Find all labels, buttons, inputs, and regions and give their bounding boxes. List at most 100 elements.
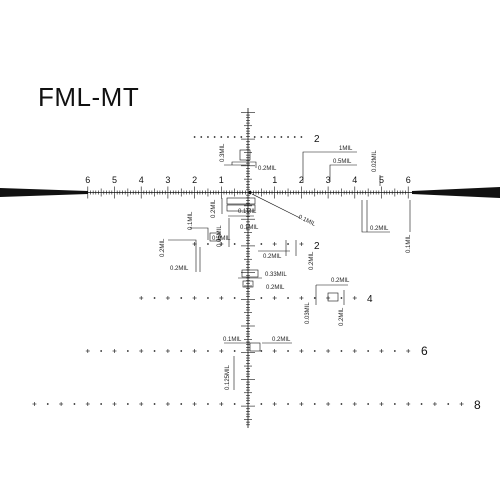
holdover-dot: [207, 403, 209, 405]
dim-bracket-02mil-right: [361, 200, 390, 233]
horizontal-number: 5: [379, 175, 384, 185]
holdover-dot: [340, 297, 343, 299]
label-033mil: 0.33MIL: [265, 272, 287, 278]
holdover-dot: [200, 136, 203, 138]
horizontal-number: 4: [352, 175, 357, 185]
box-r6: [249, 342, 261, 352]
holdover-dot: [260, 243, 263, 245]
holdover-dot: [393, 403, 396, 405]
box-c2: [242, 280, 254, 288]
holdover-dot: [233, 350, 236, 352]
holdover-dot: [180, 297, 183, 299]
holdover-dot: [340, 403, 343, 405]
holdover-dot: [260, 403, 263, 405]
holdover-dot: [293, 136, 296, 138]
horizontal-number: 2: [299, 175, 304, 185]
horizontal-number: 2: [192, 175, 197, 185]
dim-box-top: [239, 149, 251, 161]
holdover-rows: [32, 136, 464, 406]
holdover-dot: [287, 297, 289, 299]
label-01mil-h: 0.1MIL: [238, 209, 257, 215]
holdover-dot: [233, 243, 236, 245]
label-05mil: 0.5MIL: [333, 159, 352, 165]
label-02mil-r4v: 0.2MIL: [339, 307, 345, 326]
horizontal-number: 6: [85, 175, 90, 185]
holdover-dot: [126, 403, 129, 405]
label-02mil-right: 0.2MIL: [370, 226, 389, 232]
dim-bracket-left-low: [168, 239, 197, 272]
label-02mil-left-low: 0.2MIL: [170, 266, 189, 272]
horizontal-number: 3: [326, 175, 331, 185]
label-1mil: 1MIL: [339, 146, 353, 152]
label-02mil-left-v: 0.2MIL: [160, 238, 166, 257]
holdover-dot: [46, 403, 49, 405]
holdover-dot: [300, 136, 303, 138]
holdover-dot: [126, 350, 129, 352]
holdover-dot: [273, 136, 276, 138]
diagonal-pointer: [251, 193, 301, 219]
holdover-dot: [100, 350, 103, 352]
holdover-dot: [207, 243, 209, 245]
holdover-dot: [260, 297, 263, 299]
holdover-dot: [207, 297, 209, 299]
box-below-center-2: [226, 204, 256, 212]
row-number-2-top: 2: [314, 134, 320, 145]
horizontal-number: 1: [219, 175, 224, 185]
row-number-6: 6: [421, 344, 428, 358]
holdover-dot: [287, 403, 289, 405]
center-dot: [248, 190, 252, 195]
left-thick-post: [0, 188, 88, 197]
holdover-dot: [100, 403, 103, 405]
dim-bracket-05mil: [329, 164, 357, 182]
holdover-dot: [340, 350, 343, 352]
horizontal-number: 5: [112, 175, 117, 185]
holdover-dot: [313, 403, 316, 405]
holdover-dot: [313, 297, 316, 299]
label-03mil: 0.3MIL: [220, 143, 226, 162]
box-below-center: [226, 197, 256, 205]
horizontal-number: 6: [406, 175, 411, 185]
holdover-dot: [420, 403, 423, 405]
holdover-dot: [287, 350, 289, 352]
dim-bracket-left: [190, 227, 209, 240]
holdover-dot: [313, 350, 316, 352]
holdover-dot: [207, 350, 209, 352]
holdover-dot: [233, 297, 236, 299]
holdover-dot: [287, 243, 289, 245]
holdover-dot: [220, 136, 223, 138]
holdover-dot: [260, 350, 263, 352]
label-02mil-r4: 0.2MIL: [331, 278, 350, 284]
horizontal-number: 1: [272, 175, 277, 185]
row-number-2: 2: [314, 241, 320, 252]
label-02mil-r6: 0.2MIL: [272, 337, 291, 343]
holdover-dot: [227, 136, 229, 138]
label-01mil-v: 0.1MIL: [188, 211, 194, 230]
holdover-dot: [207, 136, 209, 138]
horizontal-ticks: [87, 186, 409, 199]
dim-bracket-top: [231, 161, 257, 168]
label-01mil-small: 0.1MIL: [240, 225, 259, 231]
holdover-dot: [153, 350, 156, 352]
holdover-dot: [180, 403, 183, 405]
label-02mil-center: 0.2MIL: [263, 254, 282, 260]
label-01mil-far: 0.1MIL: [406, 234, 412, 253]
holdover-dot: [367, 403, 370, 405]
label-01mil-left: 0.1MIL: [212, 236, 231, 242]
dim-bracket-1mil: [302, 151, 357, 182]
horizontal-number: 4: [139, 175, 144, 185]
holdover-dot: [280, 136, 283, 138]
holdover-dot: [367, 350, 370, 352]
horizontal-number: 3: [165, 175, 170, 185]
holdover-dot: [253, 136, 256, 138]
row-number-8: 8: [474, 398, 481, 412]
holdover-dot: [73, 403, 76, 405]
label-002mil: 0.02MIL: [372, 150, 378, 172]
holdover-dot: [233, 403, 236, 405]
holdover-dot: [267, 136, 269, 138]
box-left: [209, 232, 221, 242]
right-thick-post: [412, 187, 500, 198]
holdover-dot: [153, 403, 156, 405]
label-02mil-v: 0.2MIL: [211, 199, 217, 218]
reticle-title: FML-MT: [38, 82, 140, 112]
